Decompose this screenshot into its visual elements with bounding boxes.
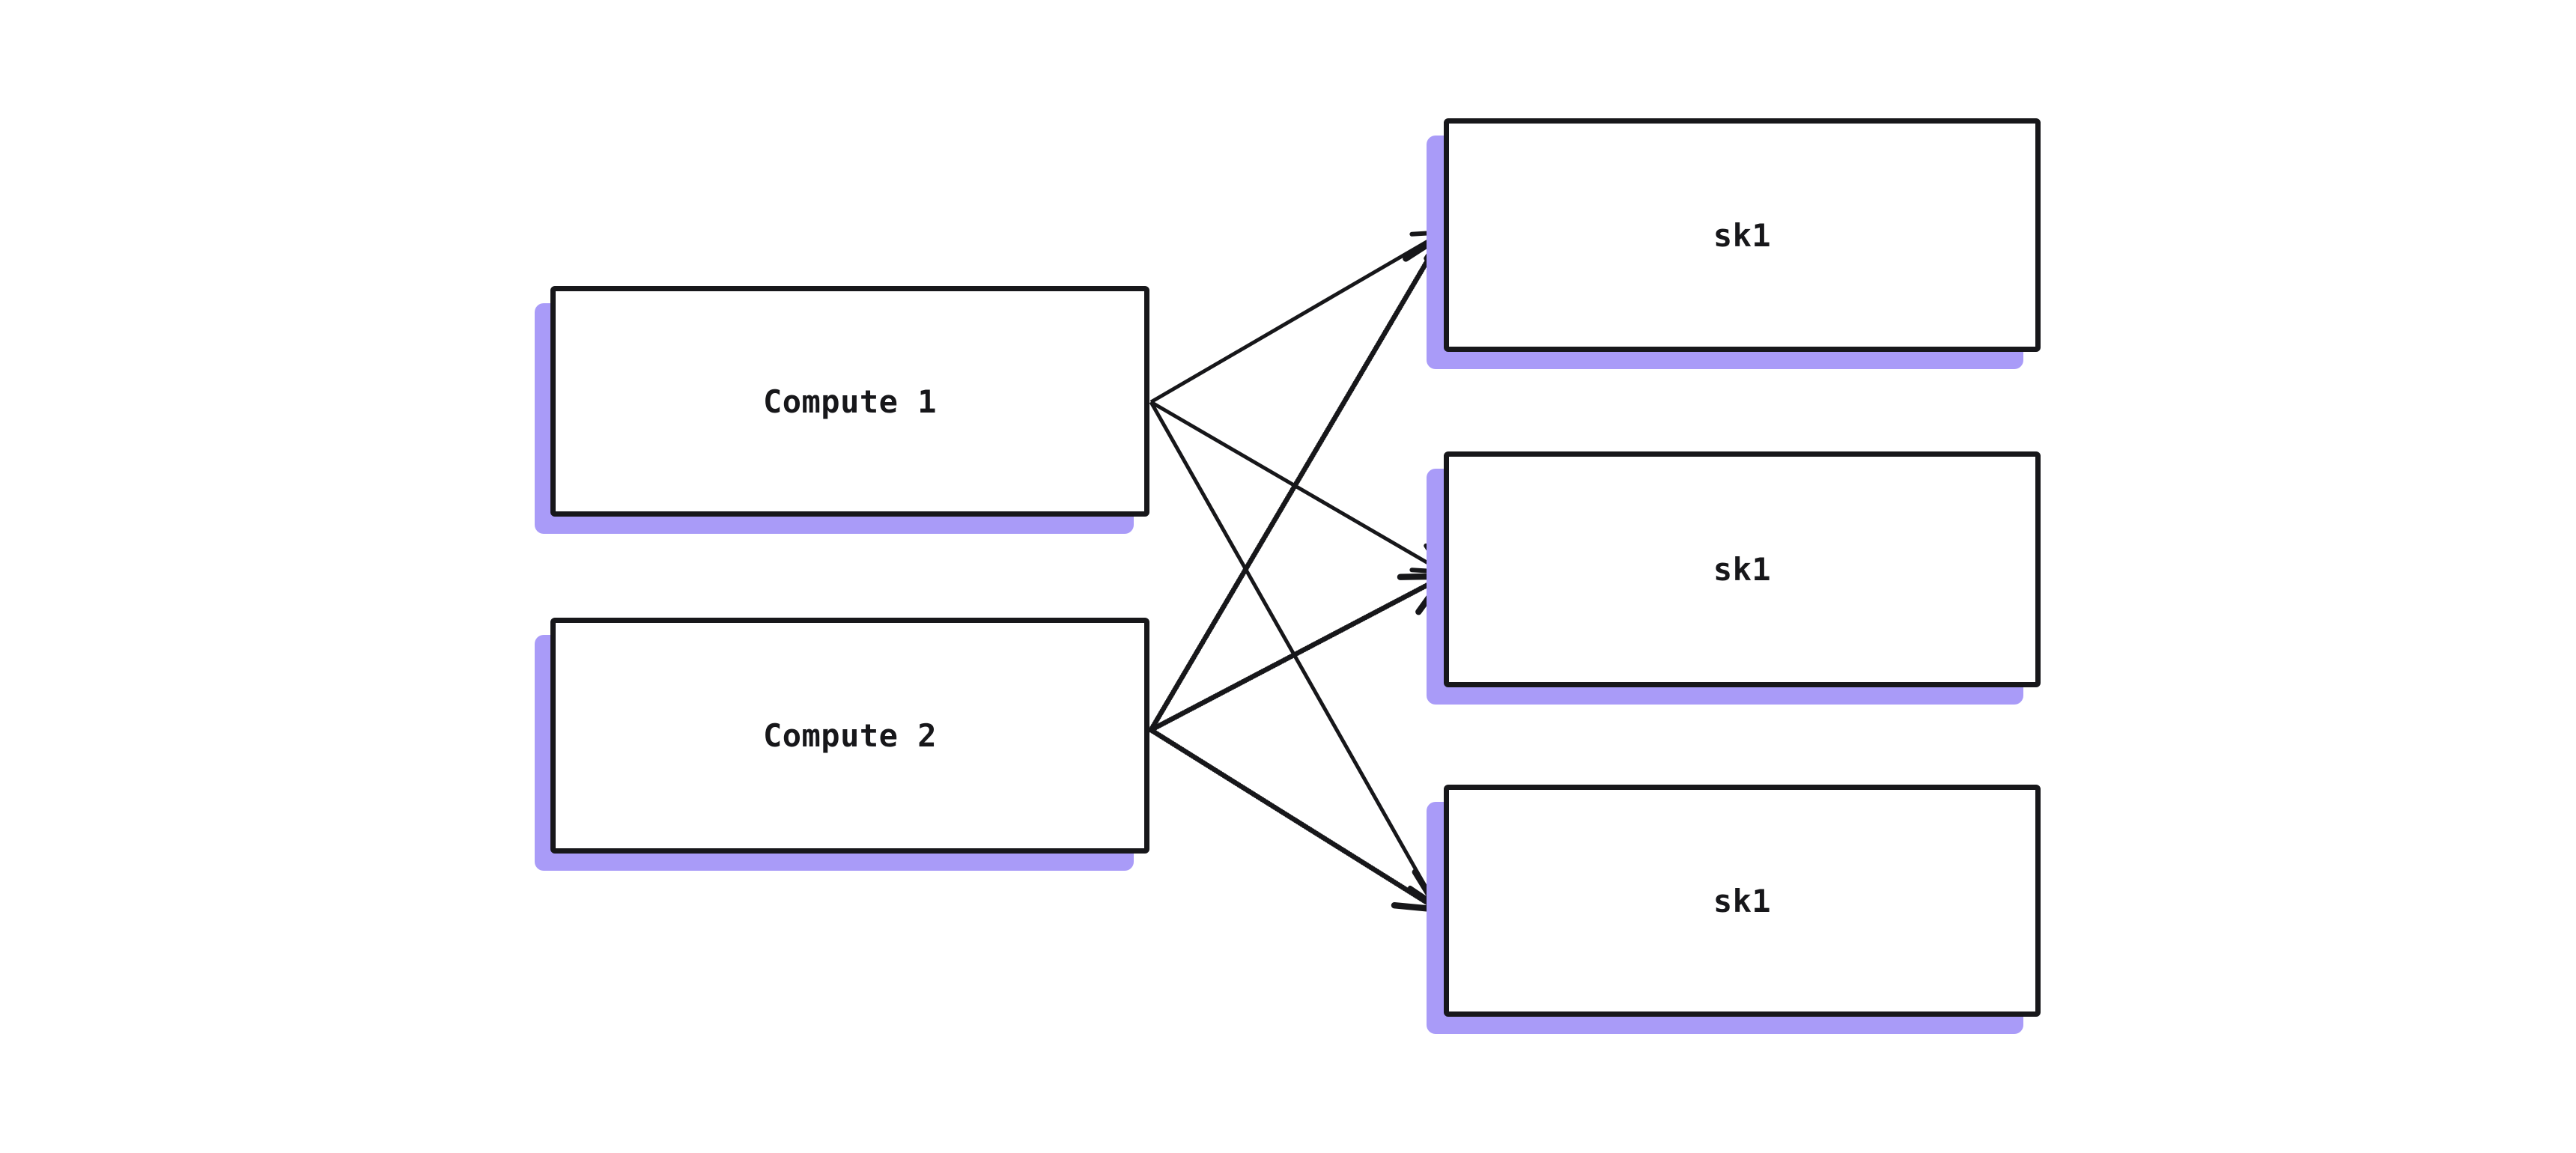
node-compute-2-box[interactable]: Compute 2	[550, 618, 1149, 854]
node-sk1-a-label: sk1	[1713, 216, 1772, 254]
node-compute-2-label: Compute 2	[762, 717, 938, 754]
node-compute-1-label: Compute 1	[762, 383, 938, 420]
edge-compute-2-to-sk1-b	[1148, 573, 1448, 733]
node-sk1-b-box[interactable]: sk1	[1444, 451, 2041, 687]
node-sk1-c-label: sk1	[1713, 882, 1772, 919]
edge-compute-2-to-sk1-c	[1148, 727, 1442, 913]
edge-compute-1-to-sk1-b	[1149, 400, 1446, 574]
node-sk1-b-label: sk1	[1713, 551, 1772, 588]
edge-compute-2-to-sk1-a	[1148, 231, 1446, 733]
node-sk1-c-box[interactable]: sk1	[1444, 785, 2041, 1017]
edge-compute-1-to-sk1-a	[1149, 230, 1446, 404]
node-sk1-a-box[interactable]: sk1	[1444, 118, 2041, 352]
node-compute-1-box[interactable]: Compute 1	[550, 286, 1149, 517]
edge-compute-1-to-sk1-c	[1149, 401, 1439, 908]
